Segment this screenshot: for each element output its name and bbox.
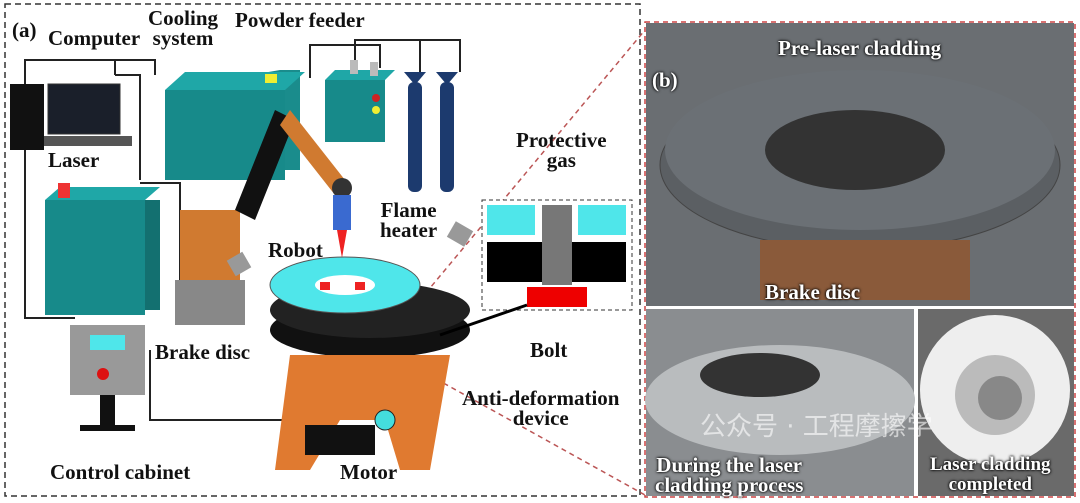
panel-b-tag: (b) xyxy=(652,68,678,92)
label-brake-disc-photo: Brake disc xyxy=(765,280,861,304)
label-robot: Robot xyxy=(268,238,323,262)
watermark: 公众号 · 工程摩擦学 xyxy=(700,412,933,442)
panel-a-border xyxy=(4,3,641,497)
label-control-cabinet: Control cabinet xyxy=(50,460,191,484)
label-computer: Computer xyxy=(48,26,141,50)
label-pre-laser-cladding: Pre-laser cladding xyxy=(778,36,942,60)
label-brake-disc: Brake disc xyxy=(155,340,251,364)
panel-a-tag: (a) xyxy=(12,18,37,42)
label-laser: Laser xyxy=(48,148,100,172)
label-bolt: Bolt xyxy=(530,338,568,362)
computer-illustration xyxy=(10,83,132,150)
label-motor: Motor xyxy=(340,460,398,484)
label-powder-feeder: Powder feeder xyxy=(235,8,365,32)
